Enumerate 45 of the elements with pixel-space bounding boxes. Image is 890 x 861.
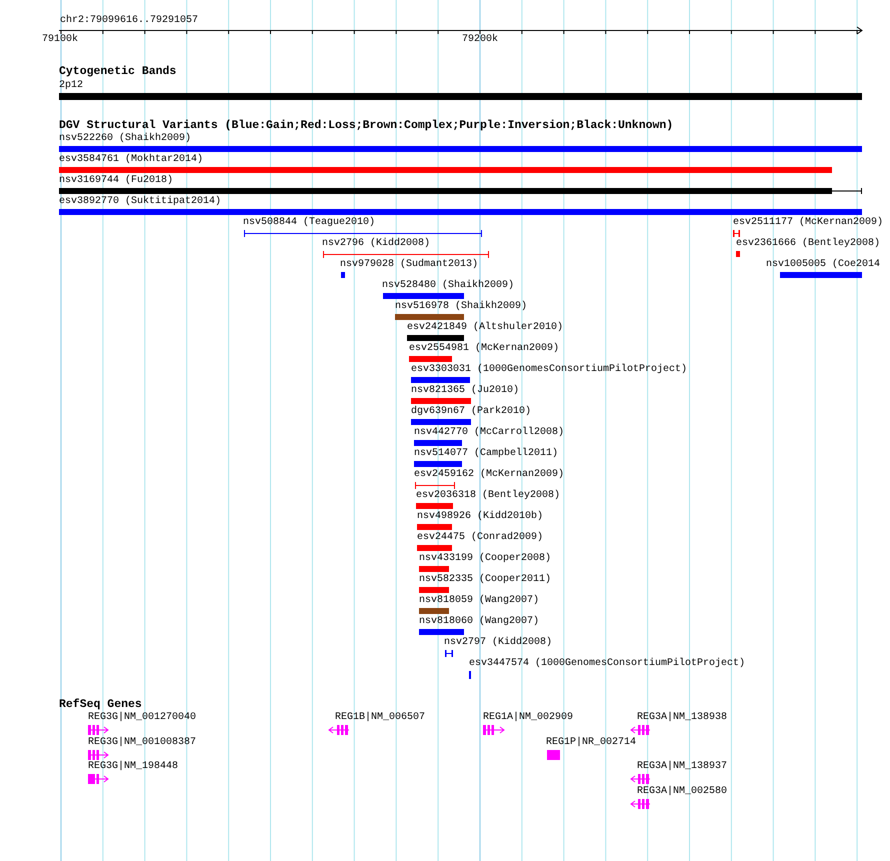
variant-label: dgv639n67 (Park2010) (411, 406, 532, 418)
track-title: DGV Structural Variants (Blue:Gain;Red:Loss;Brown:Complex;Purple:Inversion;Black:Unknown) (59, 120, 674, 132)
gene-label: REG3A|NM_138937 (637, 761, 728, 773)
variant-label: nsv818060 (Wang2007) (419, 616, 540, 628)
variant-label: nsv498926 (Kidd2010b) (417, 511, 544, 523)
variant-label: esv2459162 (McKernan2009) (414, 469, 564, 481)
gene-label: REG3G|NM_198448 (88, 761, 178, 773)
track-title: Cytogenetic Bands (59, 66, 176, 78)
variant-label: esv2361666 (Bentley2008) (736, 238, 880, 250)
gene-label: REG3G|NM_001270040 (88, 712, 196, 724)
variant-label: esv2554981 (McKernan2009) (409, 343, 560, 355)
variant-label: esv24475 (Conrad2009) (417, 532, 544, 544)
variant-label: nsv818059 (Wang2007) (419, 595, 540, 607)
gene-label: REG1P|NR_002714 (546, 737, 636, 749)
variant-label: esv2421849 (Altshuler2010) (407, 322, 564, 334)
gene-label: REG3A|NM_002580 (637, 786, 728, 798)
variant-label: nsv821365 (Ju2010) (411, 385, 520, 397)
variant-label: nsv516978 (Shaikh2009) (395, 301, 528, 313)
variant-label: esv2511177 (McKernan2009) (733, 217, 884, 229)
gene-label: REG1B|NM_006507 (335, 712, 426, 724)
variant-label: nsv979028 (Sudmant2013) (340, 259, 478, 271)
variant-label: esv3447574 (1000GenomesConsortiumPilotProject) (469, 658, 746, 670)
variant-label: nsv528480 (Shaikh2009) (382, 280, 514, 292)
variant-label: nsv2797 (Kidd2008) (444, 637, 552, 649)
variant-label: esv3303031 (1000GenomesConsortiumPilotProject) (411, 364, 688, 376)
variant-label: nsv582335 (Cooper2011) (419, 574, 552, 586)
variant-label: nsv2796 (Kidd2008) (322, 238, 430, 250)
band-label: 2p12 (59, 80, 84, 92)
coordinate-range-label: chr2:79099616..79291057 (60, 15, 198, 27)
gene-label: REG1A|NM_002909 (483, 712, 574, 724)
variant-label: nsv522260 (Shaikh2009) (59, 133, 192, 145)
variant-label: nsv433199 (Cooper2008) (419, 553, 552, 565)
variant-label: nsv1005005 (Coe2014 (766, 259, 880, 271)
gene-label: REG3A|NM_138938 (637, 712, 728, 724)
variant-label: nsv3169744 (Fu2018) (59, 175, 174, 187)
gene-label: REG3G|NM_001008387 (88, 737, 196, 749)
variant-label: nsv442770 (McCarroll2008) (414, 427, 564, 439)
variant-label: esv3892770 (Suktitipat2014) (59, 196, 222, 208)
track-title: RefSeq Genes (59, 699, 142, 711)
axis-tick-label: 79200k (462, 34, 498, 46)
variant-label: esv3584761 (Mokhtar2014) (59, 154, 204, 166)
variant-label: nsv508844 (Teague2010) (243, 217, 376, 229)
variant-label: nsv514077 (Campbell2011) (414, 448, 558, 460)
variant-label: esv2036318 (Bentley2008) (416, 490, 560, 502)
axis-tick-label: 79100k (42, 34, 78, 46)
